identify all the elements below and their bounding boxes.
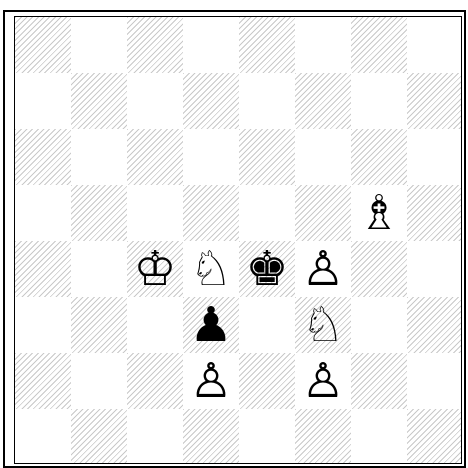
square-d8[interactable] [183, 17, 239, 73]
square-e8[interactable] [239, 17, 295, 73]
square-e1[interactable] [239, 409, 295, 464]
square-f5[interactable] [295, 185, 351, 241]
square-b5[interactable] [71, 185, 127, 241]
square-c2[interactable] [127, 353, 183, 409]
square-a3[interactable] [15, 297, 71, 353]
square-d5[interactable] [183, 185, 239, 241]
square-b4[interactable] [71, 241, 127, 297]
square-a4[interactable] [15, 241, 71, 297]
square-h6[interactable] [407, 129, 462, 185]
square-h2[interactable] [407, 353, 462, 409]
square-h1[interactable] [407, 409, 462, 464]
square-h3[interactable] [407, 297, 462, 353]
square-e6[interactable] [239, 129, 295, 185]
square-a5[interactable] [15, 185, 71, 241]
square-f6[interactable] [295, 129, 351, 185]
square-g6[interactable] [351, 129, 407, 185]
square-e2[interactable] [239, 353, 295, 409]
square-a2[interactable] [15, 353, 71, 409]
square-h7[interactable] [407, 73, 462, 129]
square-b6[interactable] [71, 129, 127, 185]
square-e4[interactable] [239, 241, 295, 297]
square-e5[interactable] [239, 185, 295, 241]
square-b8[interactable] [71, 17, 127, 73]
square-b3[interactable] [71, 297, 127, 353]
board-squares [15, 17, 462, 464]
square-d2[interactable] [183, 353, 239, 409]
square-c6[interactable] [127, 129, 183, 185]
square-g7[interactable] [351, 73, 407, 129]
square-c5[interactable] [127, 185, 183, 241]
square-g2[interactable] [351, 353, 407, 409]
square-h8[interactable] [407, 17, 462, 73]
square-h4[interactable] [407, 241, 462, 297]
square-a1[interactable] [15, 409, 71, 464]
square-d3[interactable] [183, 297, 239, 353]
square-f8[interactable] [295, 17, 351, 73]
chess-board[interactable]: ♗♔♘♚♙♟♘♙♙ [14, 16, 462, 464]
square-g8[interactable] [351, 17, 407, 73]
square-e7[interactable] [239, 73, 295, 129]
square-g4[interactable] [351, 241, 407, 297]
square-b2[interactable] [71, 353, 127, 409]
square-d6[interactable] [183, 129, 239, 185]
square-f4[interactable] [295, 241, 351, 297]
square-c1[interactable] [127, 409, 183, 464]
square-g3[interactable] [351, 297, 407, 353]
square-d4[interactable] [183, 241, 239, 297]
square-a7[interactable] [15, 73, 71, 129]
square-g5[interactable] [351, 185, 407, 241]
square-f2[interactable] [295, 353, 351, 409]
square-a8[interactable] [15, 17, 71, 73]
square-a6[interactable] [15, 129, 71, 185]
square-b1[interactable] [71, 409, 127, 464]
square-c8[interactable] [127, 17, 183, 73]
square-c4[interactable] [127, 241, 183, 297]
square-d7[interactable] [183, 73, 239, 129]
square-c3[interactable] [127, 297, 183, 353]
square-f1[interactable] [295, 409, 351, 464]
square-d1[interactable] [183, 409, 239, 464]
square-f3[interactable] [295, 297, 351, 353]
square-e3[interactable] [239, 297, 295, 353]
square-f7[interactable] [295, 73, 351, 129]
square-b7[interactable] [71, 73, 127, 129]
square-g1[interactable] [351, 409, 407, 464]
square-c7[interactable] [127, 73, 183, 129]
square-h5[interactable] [407, 185, 462, 241]
